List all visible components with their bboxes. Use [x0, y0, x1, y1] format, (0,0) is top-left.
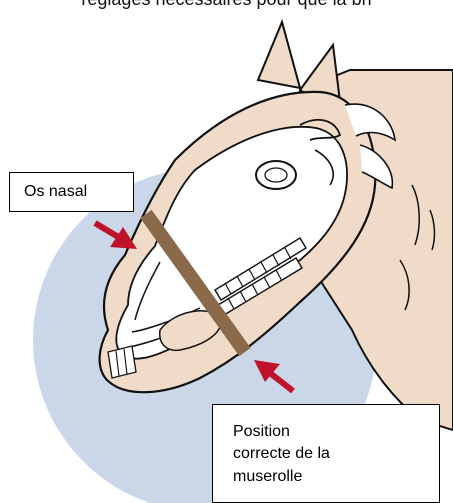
horse-eye [256, 161, 296, 189]
label-nasal-bone: Os nasal [9, 172, 134, 212]
label-nasal-bone-text: Os nasal [24, 183, 87, 200]
horse-ear-left [258, 22, 300, 88]
label-position-line-2: correcte de la [233, 443, 439, 465]
label-position-line-1: Position [233, 421, 439, 443]
label-noseband-position: Position correcte de la muserolle [212, 404, 440, 503]
label-position-line-3: muserolle [233, 466, 439, 488]
incisors [108, 346, 136, 378]
